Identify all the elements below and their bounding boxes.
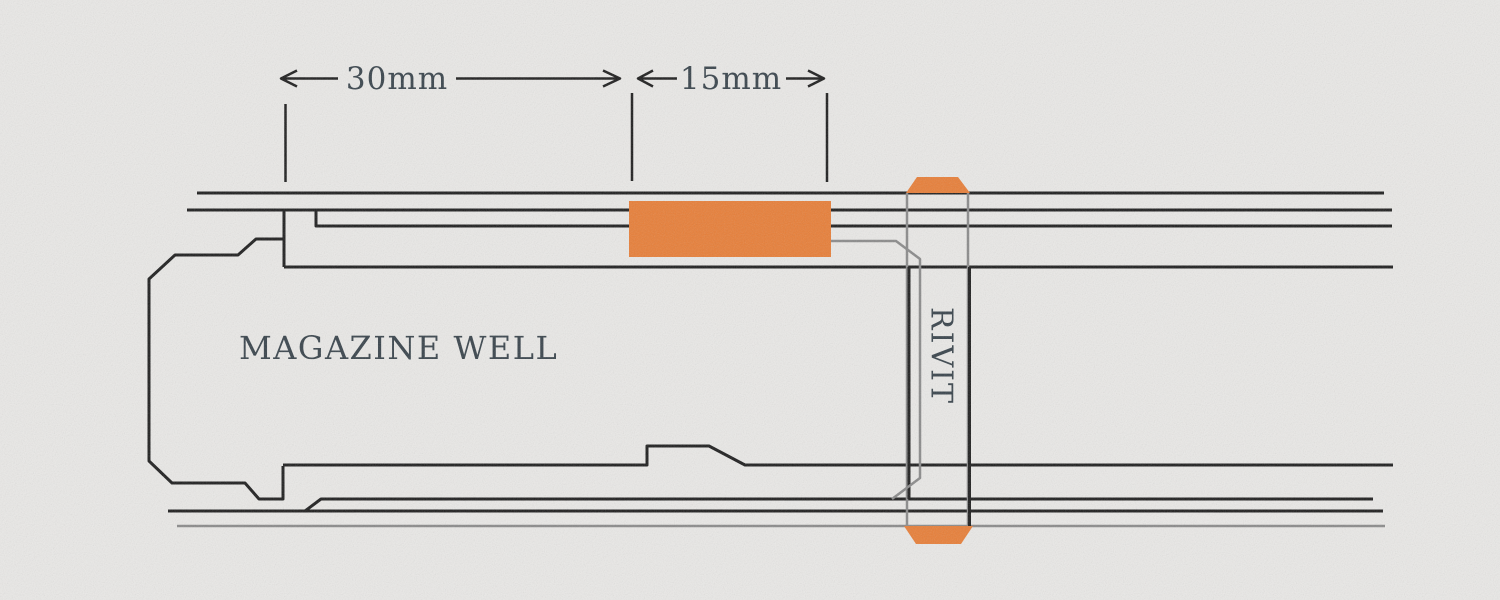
rivet-head-bottom (904, 526, 973, 544)
magwell-outline (147, 237, 285, 501)
rivet-head-top (906, 177, 970, 193)
dimension-15mm-right-arrow (786, 69, 826, 88)
dimension-label-30mm: 30mm (345, 61, 449, 97)
lower-receiver-top-line (283, 444, 1393, 467)
rivet-label: RIVIT (923, 307, 959, 405)
lower-rail-line (304, 497, 1373, 513)
dimension-30mm-right-arrow (456, 69, 622, 88)
dimension-label-15mm: 15mm (679, 61, 783, 97)
spacer-block (629, 201, 831, 257)
magazine-well-label: MAGAZINE WELL (239, 329, 559, 367)
dimension-15mm-left-arrow (636, 69, 677, 88)
upper-rail-inner-line (314, 210, 1392, 228)
dimension-30mm-left-arrow (279, 69, 338, 88)
